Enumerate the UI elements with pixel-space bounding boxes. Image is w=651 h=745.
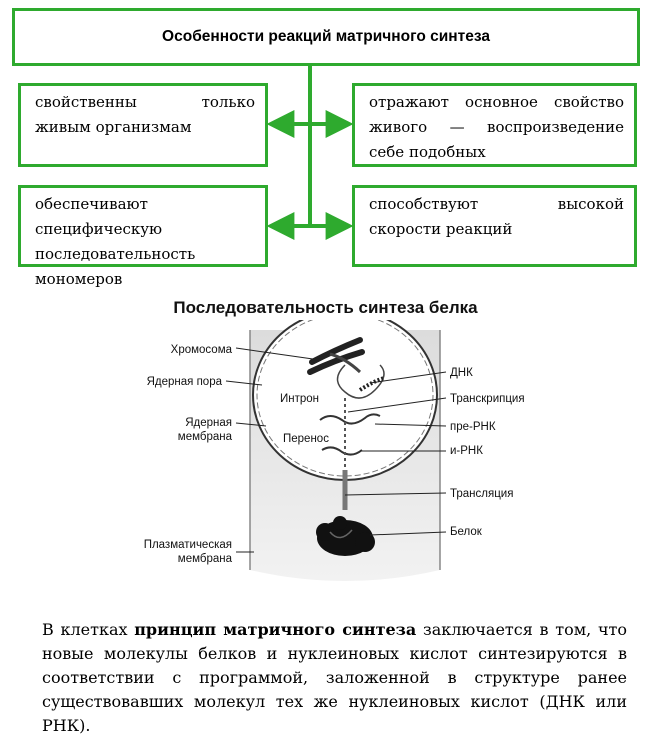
feature-box-4: способствуют высокой скорости реакций bbox=[352, 185, 637, 267]
label-intron: Интрон bbox=[280, 393, 320, 405]
label-plasma-membrane: Плазматическая мембрана bbox=[143, 539, 232, 565]
paragraph-text-start: В клетках bbox=[42, 620, 135, 639]
header-box: Особенности реакций матричного синтеза bbox=[12, 8, 640, 66]
label-nuclear-membrane: Ядерная мембрана bbox=[177, 417, 232, 443]
label-chromosome: Хромосома bbox=[170, 344, 232, 356]
label-protein: Белок bbox=[450, 526, 482, 538]
label-pre-rna: пре-РНК bbox=[450, 421, 496, 433]
dna-loop bbox=[336, 364, 385, 399]
pre-rna-strand bbox=[319, 413, 381, 425]
diagram-title: Последовательность синтеза белка bbox=[173, 298, 478, 317]
label-nuclear-pore: Ядерная пора bbox=[146, 376, 222, 388]
feature-box-3: обеспечивают специфическую последователь… bbox=[18, 185, 268, 288]
mrna-strand bbox=[321, 446, 363, 456]
connector-lines bbox=[266, 66, 354, 240]
protein-blob bbox=[316, 516, 375, 556]
explanation-paragraph: В клетках принцип матричного синтеза зак… bbox=[42, 618, 627, 738]
label-transcription: Транскрипция bbox=[450, 393, 525, 405]
paragraph-text-end: заключается в том, что новые молекулы бе… bbox=[42, 620, 628, 735]
label-dna: ДНК bbox=[450, 367, 473, 379]
label-transfer: Перенос bbox=[283, 433, 329, 445]
header-title: Особенности реакций матричного синтеза bbox=[162, 28, 490, 45]
paragraph-bold-term: принцип матричного синтеза bbox=[134, 620, 417, 639]
label-translation: Трансляция bbox=[450, 488, 514, 500]
feature-box-1: свойственны только живым организмам bbox=[18, 83, 268, 167]
cell-illustration bbox=[225, 320, 447, 581]
label-i-rna: и-РНК bbox=[450, 445, 483, 457]
feature-box-2: отражают основное свойство живого — восп… bbox=[352, 83, 637, 167]
chromosome-shape bbox=[307, 337, 365, 375]
